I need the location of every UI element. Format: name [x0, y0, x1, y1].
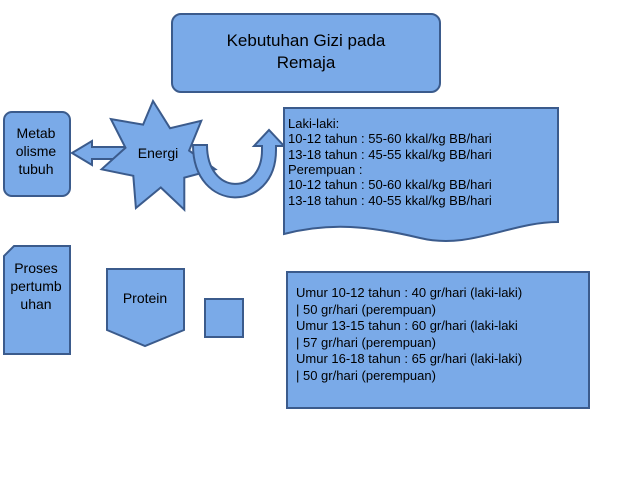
protein-needs-line: | 50 gr/hari (perempuan) [296, 367, 436, 383]
small-square [204, 298, 244, 338]
energi-label: Energi [137, 145, 179, 161]
protein-needs-line: | 57 gr/hari (perempuan) [296, 334, 436, 350]
energi-needs-box [283, 107, 559, 242]
protein-needs-box [286, 271, 590, 409]
pertumbuhan-line-2: pertumb [10, 278, 62, 295]
energi-needs-line: 10-12 tahun : 50-60 kkal/kg BB/hari [288, 177, 492, 193]
title-line-2: Remaja [276, 53, 336, 73]
metabolisme-line-3: tubuh [18, 161, 54, 178]
curved-arrow [191, 128, 287, 199]
protein-label: Protein [122, 290, 168, 306]
metabolisme-box [3, 111, 71, 197]
energi-needs-line: 13-18 tahun : 40-55 kkal/kg BB/hari [288, 192, 492, 208]
energi-needs-line: 13-18 tahun : 45-55 kkal/kg BB/hari [288, 146, 492, 162]
energi-needs-text: Laki-laki: 10-12 tahun : 55-60 kkal/kg B… [288, 116, 492, 208]
metabolisme-line-2: olisme [15, 143, 57, 160]
protein-needs-line: Umur 13-15 tahun : 60 gr/hari (laki-laki [296, 318, 518, 333]
protein-shape [106, 268, 185, 348]
title-line-1: Kebutuhan Gizi pada [226, 31, 386, 50]
metabolisme-label: Metab olisme tubuh [4, 124, 68, 179]
protein-needs-text: Umur 10-12 tahun : 40 gr/hari (laki-laki… [296, 285, 522, 384]
energi-needs-line: Perempuan : [288, 161, 363, 177]
metabolisme-line-1: Metab [16, 125, 56, 141]
title-box [171, 13, 441, 93]
pertumbuhan-line-1: Proses [14, 260, 58, 276]
protein-needs-line: | 50 gr/hari (perempuan) [296, 301, 436, 317]
pertumbuhan-box [3, 245, 71, 355]
energi-needs-line: Laki-laki: [288, 116, 340, 131]
protein-needs-line: Umur 16-18 tahun : 65 gr/hari (laki-laki… [296, 351, 523, 366]
title-text: Kebutuhan Gizi pada Remaja [172, 30, 440, 74]
energi-star [99, 98, 218, 213]
energi-needs-line: 10-12 tahun : 55-60 kkal/kg BB/hari [288, 131, 492, 147]
pertumbuhan-label: Proses pertumb uhan [4, 259, 68, 314]
pertumbuhan-line-3: uhan [20, 296, 52, 313]
protein-needs-line: Umur 10-12 tahun : 40 gr/hari (laki-laki… [296, 285, 523, 300]
